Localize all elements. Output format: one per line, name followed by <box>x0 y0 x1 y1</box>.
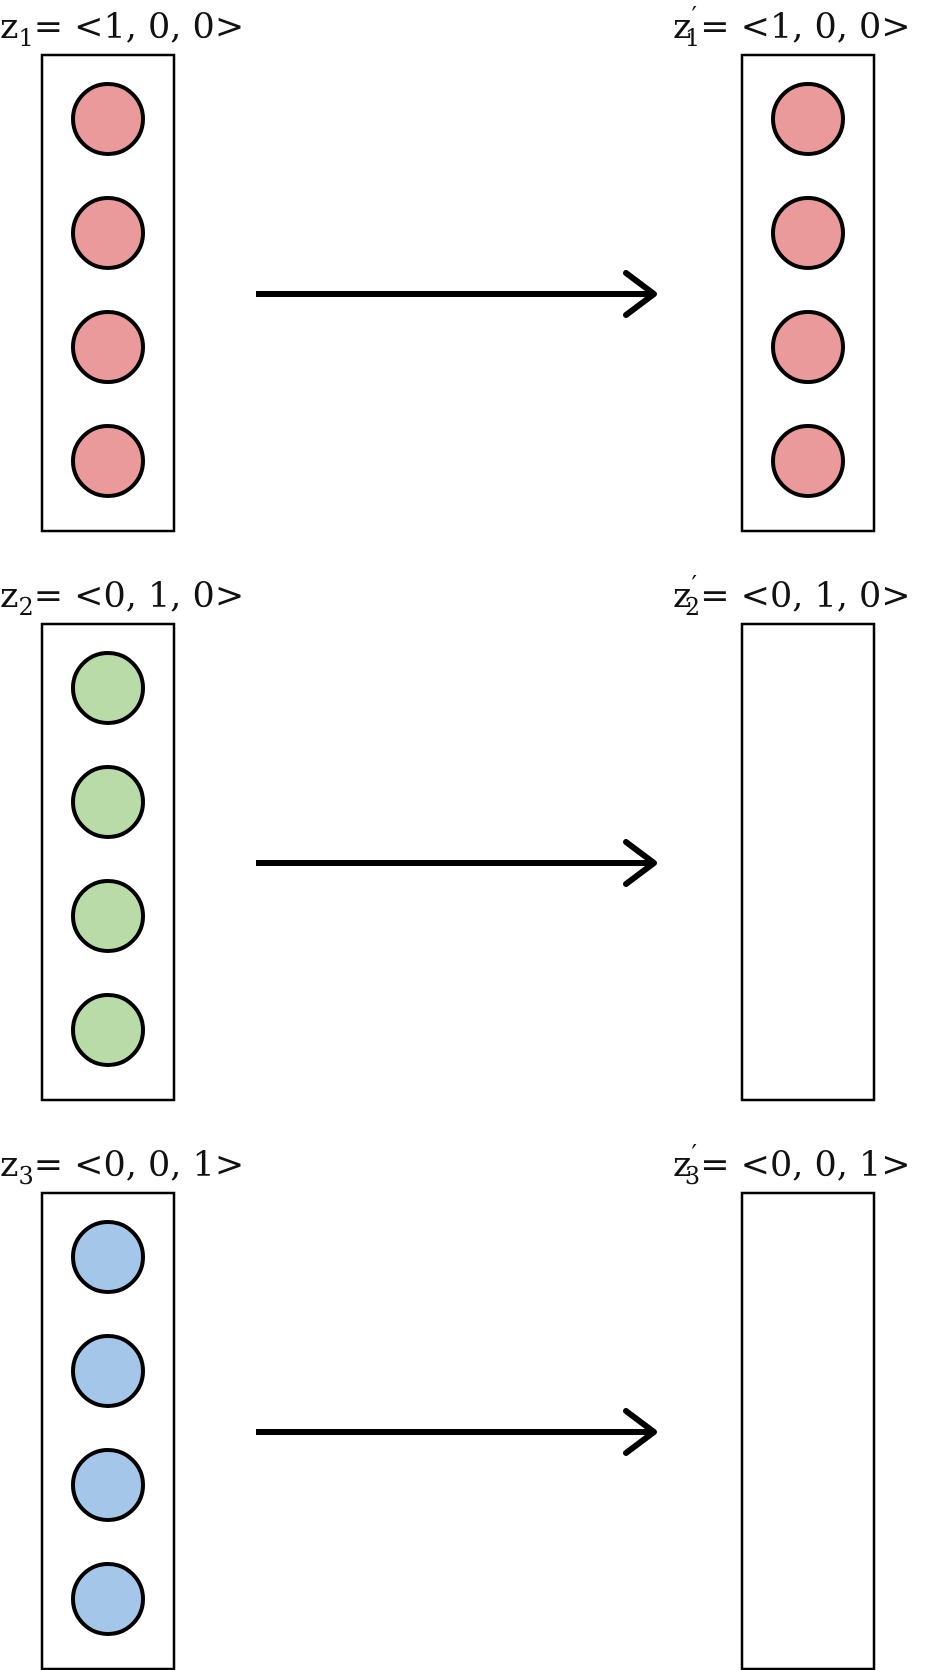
mapping-row-3: z3= <0, 0, 1>z′3= <0, 0, 1> <box>0 1140 911 1670</box>
left-vector-node <box>71 993 145 1067</box>
right-vector-node <box>771 196 845 270</box>
label-subscript: 1 <box>18 24 33 52</box>
left-vector-node <box>71 879 145 953</box>
mapping-arrow-2 <box>256 839 657 887</box>
right-vector-node <box>771 424 845 498</box>
left-vector-label-2: z2= <0, 1, 0> <box>0 576 244 621</box>
left-vector-box-1 <box>40 53 176 533</box>
mapping-arrow-1 <box>256 270 657 318</box>
right-vector-box-3 <box>740 1191 876 1670</box>
left-vector-node <box>71 310 145 384</box>
label-subscript: 2 <box>18 593 33 621</box>
arrow-head-icon <box>623 839 657 887</box>
label-value: = <1, 0, 0> <box>700 7 910 47</box>
label-subscript: 2 <box>685 593 700 621</box>
label-value: = <1, 0, 0> <box>34 7 244 47</box>
label-variable: z <box>0 7 18 47</box>
left-vector-node <box>71 651 145 725</box>
left-vector-node <box>71 424 145 498</box>
right-vector-label-3: z′3= <0, 0, 1> <box>673 1140 911 1190</box>
label-variable: z <box>673 576 691 616</box>
right-vector-label-2: z′2= <0, 1, 0> <box>673 571 911 621</box>
right-vector-box-2 <box>740 622 876 1102</box>
label-subscript: 3 <box>685 1162 700 1190</box>
right-vector-node <box>771 82 845 156</box>
right-vector-frame <box>740 622 876 1102</box>
left-vector-box-3 <box>40 1191 176 1670</box>
left-vector-node <box>71 1448 145 1522</box>
left-vector-label-1: z1= <1, 0, 0> <box>0 7 244 52</box>
label-subscript: 3 <box>18 1162 33 1190</box>
label-variable: z <box>673 1145 691 1185</box>
mapping-arrow-3 <box>256 1408 657 1456</box>
label-prime: ′ <box>691 2 696 30</box>
left-vector-node <box>71 765 145 839</box>
right-vector-box-1 <box>740 53 876 533</box>
right-vector-label-1: z′1= <1, 0, 0> <box>673 2 911 52</box>
mapping-row-1: z1= <1, 0, 0>z′1= <1, 0, 0> <box>0 2 911 533</box>
label-prime: ′ <box>691 1140 696 1168</box>
left-vector-node <box>71 82 145 156</box>
left-vector-box-2 <box>40 622 176 1102</box>
label-variable: z <box>673 7 691 47</box>
left-vector-label-3: z3= <0, 0, 1> <box>0 1145 244 1190</box>
left-vector-node <box>71 196 145 270</box>
left-vector-node <box>71 1220 145 1294</box>
label-value: = <0, 0, 1> <box>34 1145 244 1185</box>
left-vector-node <box>71 1562 145 1636</box>
left-vector-node <box>71 1334 145 1408</box>
right-vector-frame <box>740 1191 876 1670</box>
right-vector-node <box>771 310 845 384</box>
arrow-head-icon <box>623 270 657 318</box>
label-variable: z <box>0 1145 18 1185</box>
label-prime: ′ <box>691 571 696 599</box>
label-subscript: 1 <box>685 24 700 52</box>
arrow-head-icon <box>623 1408 657 1456</box>
label-value: = <0, 1, 0> <box>34 576 244 616</box>
label-variable: z <box>0 576 18 616</box>
mapping-row-2: z2= <0, 1, 0>z′2= <0, 1, 0> <box>0 571 911 1102</box>
label-value: = <0, 0, 1> <box>700 1145 910 1185</box>
label-value: = <0, 1, 0> <box>700 576 910 616</box>
